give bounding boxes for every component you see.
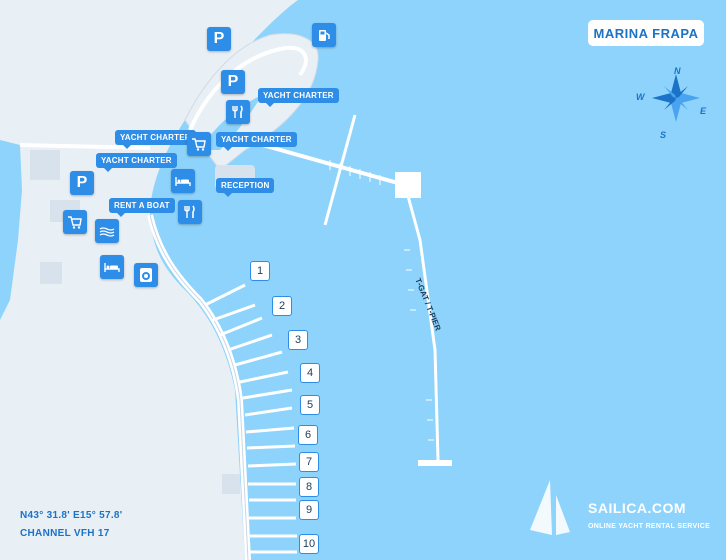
coordinates-text: N43° 31.8' E15° 57.8'	[20, 510, 123, 521]
brand-name[interactable]: SAILICA.COM	[588, 500, 687, 516]
brand-tagline: ONLINE YACHT RENTAL SERVICE	[588, 523, 711, 530]
shore-road-edge	[149, 214, 249, 560]
land-west-coast	[0, 140, 22, 320]
compass-north-label: N	[674, 66, 681, 76]
compass-west-label: W	[636, 92, 645, 102]
compass-east-label: E	[700, 106, 707, 116]
t-pier-end	[418, 460, 452, 466]
laundry-icon[interactable]	[134, 263, 158, 287]
restaurant-icon[interactable]	[178, 200, 202, 224]
building	[30, 150, 60, 180]
ring-road	[188, 45, 308, 131]
fuel-icon[interactable]	[312, 23, 336, 47]
shopping-cart-icon[interactable]	[187, 132, 211, 156]
hotel-icon[interactable]	[171, 169, 195, 193]
main-pier	[244, 138, 406, 187]
compass-icon	[652, 74, 700, 122]
parking-icon[interactable]: P	[70, 171, 94, 195]
sailica-logo-icon	[530, 480, 570, 535]
pier-number[interactable]: 7	[299, 452, 319, 472]
building	[222, 474, 240, 494]
pier-number[interactable]: 2	[272, 296, 292, 316]
pier-number[interactable]: 9	[299, 500, 319, 520]
label-reception[interactable]: RECEPTION	[216, 178, 275, 197]
pier-number[interactable]: 10	[299, 534, 319, 554]
pier-number[interactable]: 3	[288, 330, 308, 350]
hotel-icon[interactable]	[100, 255, 124, 279]
pier-number[interactable]: 5	[300, 395, 320, 415]
label-yacht-charter[interactable]: YACHT CHARTER	[258, 88, 339, 107]
finger-piers	[204, 283, 297, 554]
parking-icon[interactable]: P	[221, 70, 245, 94]
label-rent-a-boat[interactable]: RENT A BOAT	[109, 198, 175, 217]
label-yacht-charter[interactable]: YACHT CHARTER	[115, 130, 196, 149]
t-pier	[403, 184, 440, 461]
building	[40, 262, 62, 284]
pier-number[interactable]: 6	[298, 425, 318, 445]
compass-south-label: S	[660, 130, 667, 140]
label-yacht-charter[interactable]: YACHT CHARTER	[216, 132, 297, 151]
parking-icon[interactable]: P	[207, 27, 231, 51]
map-title: MARINA FRAPA	[588, 20, 704, 46]
pier-number[interactable]: 4	[300, 363, 320, 383]
pier-number[interactable]: 1	[250, 261, 270, 281]
mooring-ticks	[329, 160, 434, 441]
channel-text: CHANNEL VFH 17	[20, 528, 110, 539]
pier-number[interactable]: 8	[299, 477, 319, 497]
shopping-cart-icon[interactable]	[63, 210, 87, 234]
pier-head	[395, 172, 421, 198]
label-yacht-charter[interactable]: YACHT CHARTER	[96, 153, 177, 172]
pool-icon[interactable]	[95, 219, 119, 243]
restaurant-icon[interactable]	[226, 100, 250, 124]
